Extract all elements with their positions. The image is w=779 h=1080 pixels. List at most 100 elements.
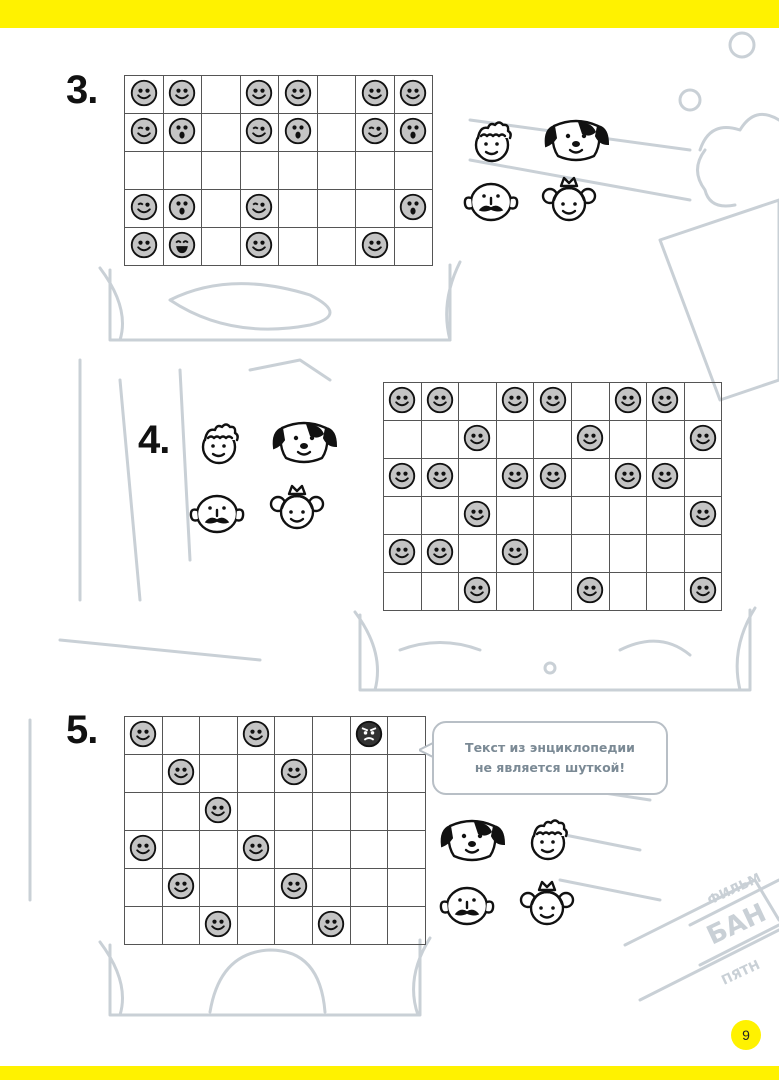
grid-cell [608,458,648,497]
grid-cell [349,792,389,831]
grid-cell [387,716,426,755]
grid-cell [239,75,279,114]
grid-cell [124,830,163,869]
smile-face-icon [245,231,273,263]
grid-cell [608,420,648,459]
grid-cell [495,420,535,459]
smile-face-icon [689,576,717,608]
grid-cell [311,906,351,945]
grid-cell [458,572,497,611]
grid-cell [236,830,276,869]
smile-face-icon [130,231,158,263]
grid-cell [161,754,201,793]
surprised-face-icon [168,117,196,149]
grid-cell [201,75,241,114]
grid-cell [274,830,313,869]
smile-face-icon [501,386,529,418]
grid-cell [236,754,276,793]
grid-cell [201,113,241,152]
grid-cell [161,830,201,869]
grid-cell [316,151,356,190]
grid-cell [311,868,351,907]
grid-cell [236,906,276,945]
grid-cell [393,227,433,266]
grid-cell [608,534,648,573]
grid-cell [124,75,164,114]
grid-cell [646,534,685,573]
grid-cell [570,496,610,535]
puzzle-4-grid [383,382,723,611]
smile-face-icon [501,462,529,494]
grid-cell [316,113,356,152]
grid-cell [162,75,202,114]
smile-face-icon [204,796,232,828]
smile-face-icon [651,386,679,418]
smile-face-icon [242,720,270,752]
grid-cell [393,189,433,228]
smile-face-icon [463,500,491,532]
puzzle-5-label: 5. [66,708,98,752]
boy-icon [522,814,574,870]
grid-cell [458,458,497,497]
grid-cell [383,458,422,497]
smile-face-icon [130,79,158,111]
grid-cell [387,754,426,793]
smile-face-icon [689,424,717,456]
top-accent-bar [0,0,779,28]
grid-cell [239,151,279,190]
smile-face-icon [317,910,345,942]
wink-face-icon [361,117,389,149]
dog-icon [268,414,340,470]
wink-face-icon [245,117,273,149]
mustache-man-icon [186,490,248,542]
grid-cell [274,906,313,945]
smile-face-icon [651,462,679,494]
surprised-face-icon [284,117,312,149]
smile-face-icon [388,538,416,570]
smile-face-icon [242,834,270,866]
grid-cell [683,458,723,497]
smile-face-icon [614,386,642,418]
grid-cell [199,754,238,793]
grid-cell [199,868,238,907]
puzzle-grid-table [124,716,426,945]
grid-cell [420,534,460,573]
page-number: 9 [731,1020,761,1050]
grid-cell [274,792,313,831]
grid-cell [239,113,279,152]
grid-cell [646,420,685,459]
grid-cell [311,754,351,793]
grid-cell [495,458,535,497]
grid-cell [278,75,318,114]
smile-face-icon [388,462,416,494]
grid-cell [383,572,422,611]
smile-face-icon [129,834,157,866]
grid-cell [458,496,497,535]
grid-cell [683,534,723,573]
grid-cell [646,458,685,497]
grid-cell [383,420,422,459]
grid-cell [533,458,572,497]
speech-bubble-line-1: Текст из энциклопедии [465,740,635,755]
smile-face-icon [689,500,717,532]
speech-bubble-line-2: не является шуткой! [474,760,626,775]
grid-cell [236,792,276,831]
grid-cell [420,420,460,459]
grid-cell [349,830,389,869]
grid-cell [124,227,164,266]
grid-cell [349,754,389,793]
svg-text:ПЯТН: ПЯТН [719,958,762,989]
grid-cell [683,572,723,611]
smile-face-icon [426,538,454,570]
grid-cell [124,113,164,152]
grid-cell [161,716,201,755]
speech-bubble: Текст из энциклопедии не является шуткой… [432,721,668,795]
boy-icon [466,116,518,172]
smile-face-icon [539,386,567,418]
smile-face-icon [614,462,642,494]
grid-cell [316,75,356,114]
puzzle-grid-table [124,75,433,266]
grid-cell [311,830,351,869]
smile-face-icon [167,758,195,790]
